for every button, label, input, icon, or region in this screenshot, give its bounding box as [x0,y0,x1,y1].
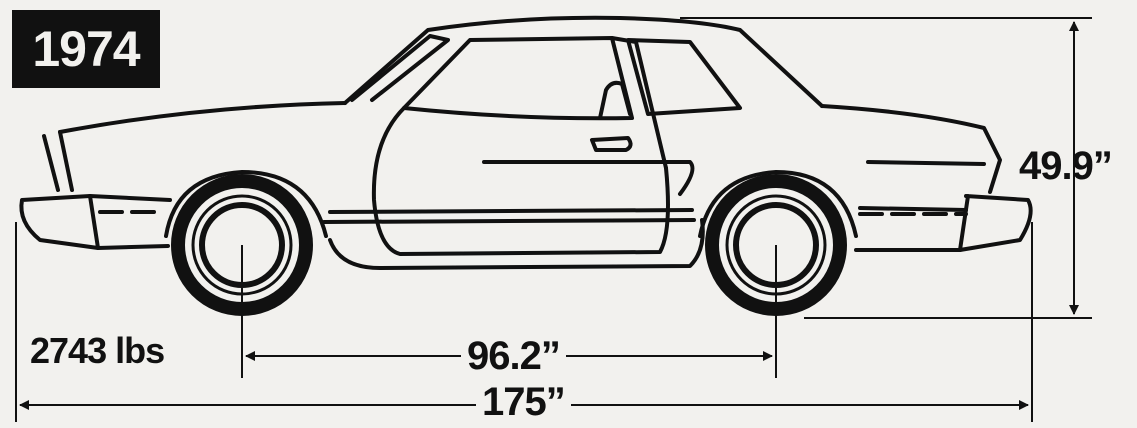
trunk-line [820,104,1002,194]
wheels [171,174,847,316]
front-wheel-arch [164,170,328,238]
windshield [350,34,450,102]
rear-window [626,38,742,116]
rear-bumper [958,194,1033,252]
length-dimension-label: 175” [476,382,571,422]
front-grille [42,130,74,192]
door-outline [371,106,670,256]
hood-line [58,101,347,134]
curb-weight-label: 2743 lbs [30,330,165,371]
body-crease [482,160,695,196]
front-window [402,36,634,121]
door-handle [590,136,633,152]
year-badge: 1974 [12,10,160,88]
body-sill [322,208,696,224]
wheelbase-dimension-label: 96.2” [461,336,566,376]
rear-wheel-arch [698,170,858,238]
roof-outline [343,15,824,108]
car-body [19,15,1033,270]
front-bumper [19,194,100,250]
height-dimension-label: 49.9” [1019,144,1113,188]
